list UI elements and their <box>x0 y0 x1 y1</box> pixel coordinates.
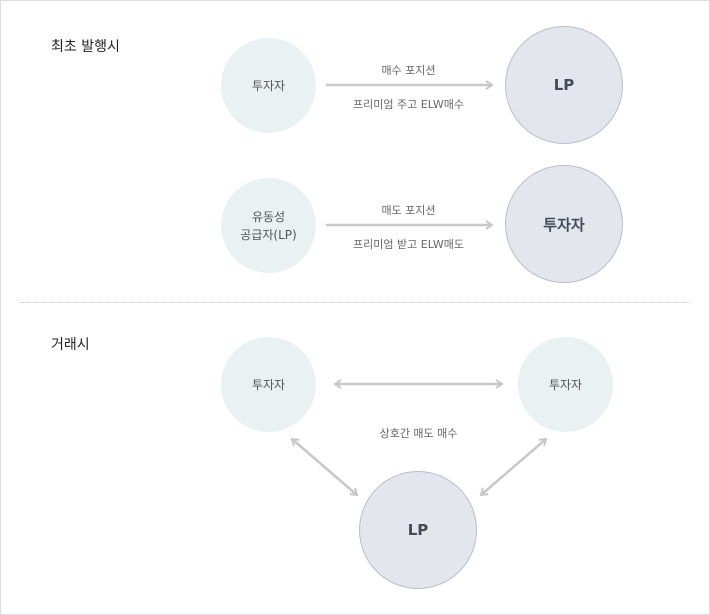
node-label: 투자자 <box>548 377 583 392</box>
node-label: LP <box>407 521 429 539</box>
node-investor-right: 투자자 <box>518 337 613 432</box>
node-label: 투자자 <box>251 377 286 392</box>
node-investor-row2: 투자자 <box>505 165 623 283</box>
node-liquidity-provider: 유동성 공급자(LP) <box>221 178 316 273</box>
section-divider <box>20 302 690 303</box>
node-investor-left: 투자자 <box>221 337 316 432</box>
label-sell-position: 매도 포지션 <box>381 204 436 217</box>
arrow-investor-lp-right <box>479 437 548 497</box>
label-buy-position: 매수 포지션 <box>381 64 436 77</box>
label-receive-premium: 프리미엄 받고 ELW매도 <box>353 238 464 251</box>
node-investor-row1: 투자자 <box>221 38 316 133</box>
label-mutual-trade: 상호간 매도 매수 <box>379 427 458 440</box>
label-pay-premium: 프리미엄 주고 ELW매수 <box>353 98 464 111</box>
section-title-initial-issuance: 최초 발행시 <box>51 39 120 55</box>
node-lp-bottom: LP <box>359 471 477 589</box>
arrow-investor-lp-left <box>290 437 359 497</box>
node-lp-row1: LP <box>505 26 623 144</box>
node-label-line2: 공급자(LP) <box>240 227 297 242</box>
node-label: LP <box>553 76 575 94</box>
node-label-line1: 유동성 <box>251 209 286 224</box>
node-label: 투자자 <box>543 215 585 234</box>
section-title-trading: 거래시 <box>51 337 90 353</box>
node-label: 투자자 <box>251 78 286 93</box>
